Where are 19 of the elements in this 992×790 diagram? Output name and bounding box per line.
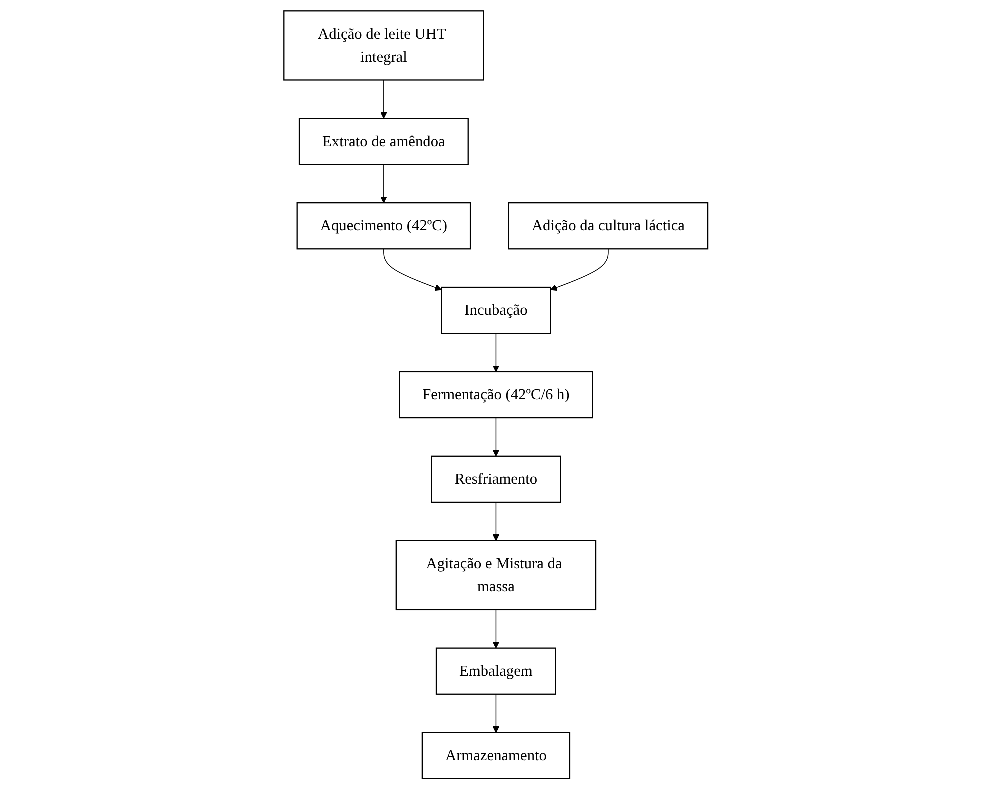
arrow	[492, 502, 500, 542]
arrow	[492, 333, 500, 372]
node-box: Adição de leite UHT integral	[283, 10, 484, 81]
node-box: Fermentação (42ºC/6 h)	[398, 371, 594, 419]
arrow	[383, 248, 442, 292]
node-box: Armazenamento	[422, 732, 570, 780]
arrow	[492, 610, 500, 649]
node-box: Extrato de amêndoa	[298, 118, 469, 166]
node-box: Embalagem	[436, 648, 556, 695]
node-box: Incubação	[440, 286, 552, 334]
node-box: Resfriamento	[431, 456, 562, 504]
arrow	[492, 694, 500, 734]
arrow	[550, 248, 609, 292]
arrow	[380, 164, 388, 204]
node-box: Aquecimento (42ºC)	[296, 202, 472, 250]
node-box: Agitação e Mistura da massa	[396, 540, 596, 611]
arrow	[492, 418, 500, 457]
node-box: Adição da cultura láctica	[508, 202, 708, 250]
arrow	[380, 80, 388, 119]
